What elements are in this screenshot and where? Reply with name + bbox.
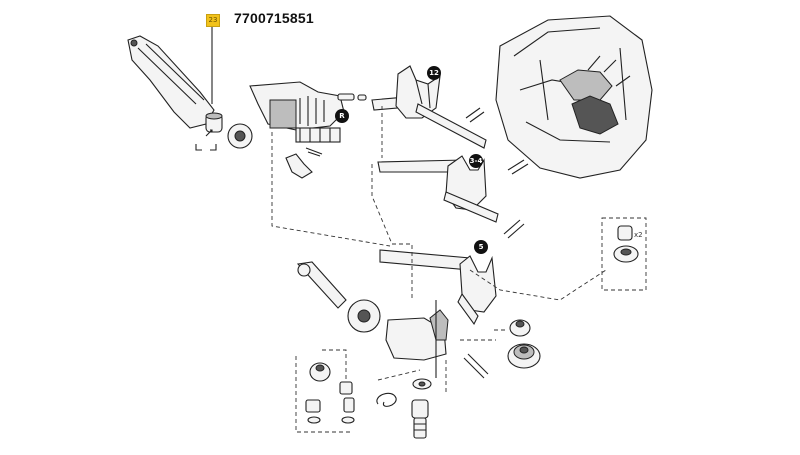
- release-fork[interactable]: [127, 35, 215, 129]
- small-spring-3[interactable]: [507, 159, 529, 175]
- gearbox-housing: [495, 15, 653, 179]
- assembly-lines: [271, 106, 607, 433]
- small-spring-2[interactable]: [465, 107, 485, 123]
- callout-reverse: R: [335, 109, 349, 123]
- shift-fork-middle[interactable]: [377, 155, 499, 223]
- bracket-mark: [195, 144, 217, 151]
- shift-fork-upper[interactable]: [371, 65, 487, 149]
- callout-3-4: 3-4: [469, 154, 483, 168]
- part-number: 7700715851: [234, 10, 314, 26]
- quantity-note: x2: [634, 231, 643, 239]
- shaft-seal[interactable]: [509, 319, 531, 337]
- arrow-mark: [205, 129, 213, 137]
- pivot-bushing[interactable]: [205, 112, 223, 133]
- clip-spring[interactable]: [376, 392, 397, 407]
- shift-fork-lower[interactable]: [379, 249, 497, 326]
- highlight-badge[interactable]: 23: [206, 14, 220, 27]
- selector-housing[interactable]: [385, 300, 449, 378]
- inset-box: [601, 217, 647, 291]
- reverse-clip[interactable]: [285, 153, 313, 179]
- release-bearing[interactable]: [227, 123, 253, 149]
- pivot-sleeve[interactable]: [309, 362, 331, 382]
- detent-ball-spring[interactable]: [339, 381, 355, 424]
- inset-sleeve[interactable]: [613, 225, 639, 263]
- selector-shaft[interactable]: [296, 261, 347, 309]
- detent-pin-top[interactable]: [337, 93, 367, 101]
- callout-12: 12: [427, 66, 441, 80]
- output-seal[interactable]: [507, 343, 541, 369]
- callout-5: 5: [474, 240, 488, 254]
- reverse-shaft-assembly[interactable]: [249, 81, 345, 143]
- selector-hub[interactable]: [347, 299, 381, 333]
- small-spring-1[interactable]: [305, 147, 323, 157]
- selector-washer[interactable]: [412, 378, 432, 390]
- small-spring-5[interactable]: [463, 353, 489, 379]
- small-spring-4[interactable]: [503, 219, 525, 239]
- reversing-plunger[interactable]: [411, 399, 429, 439]
- spacer-bush[interactable]: [305, 399, 321, 424]
